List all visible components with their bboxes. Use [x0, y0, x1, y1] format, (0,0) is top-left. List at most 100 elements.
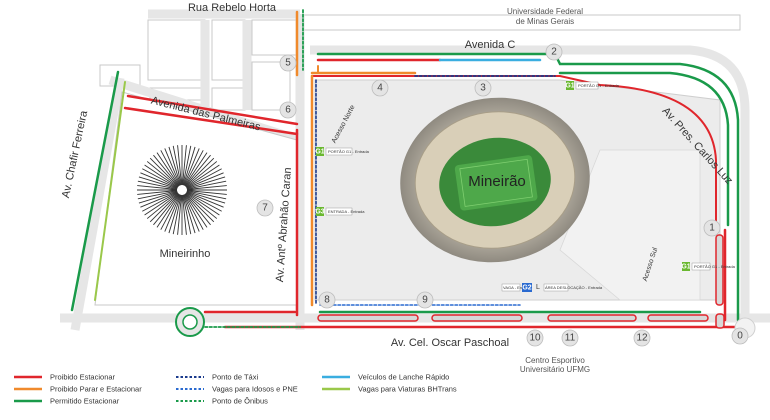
mineirinho-ray: [186, 176, 226, 189]
label-av-cel-oscar-paschoal: Av. Cel. Oscar Paschoal: [391, 337, 509, 349]
mineirinho-ray: [137, 190, 178, 200]
mineirinho-ray: [172, 194, 182, 235]
traffic-islands: [317, 234, 725, 329]
gate-markers: G1 PORTÃO G1 - Entrada G1 PORTÃO G1 - En…: [315, 81, 736, 292]
mineirinho-ray: [183, 194, 200, 232]
mineirinho-ray: [172, 145, 182, 186]
mineirinho-ray: [184, 154, 211, 187]
mineirinho-ray: [137, 180, 178, 190]
mineirinho-ray: [149, 157, 179, 187]
mineirinho-ray: [186, 185, 227, 190]
zone-number-marker: [416, 291, 434, 309]
mineirinho-ray: [186, 180, 227, 190]
mineirinho-ray: [146, 192, 179, 219]
zone-number-marker: [256, 199, 274, 217]
mineirinho-ray: [186, 190, 227, 195]
zone-number-marker: [545, 43, 563, 61]
mineirinho-ray: [146, 161, 179, 188]
legend-label: Vagas para Idosos e PNE: [212, 385, 298, 394]
svg-text:G1: G1: [315, 149, 324, 156]
zone-number-text: 6: [285, 105, 291, 116]
mineirinho-ray: [177, 194, 182, 235]
svg-text:G1: G1: [681, 264, 690, 271]
gate-note: VAGA - Entrada: [503, 285, 532, 290]
mineirinho-ray: [184, 193, 211, 226]
mineirinho-ray: [144, 192, 179, 216]
gate-g1-west: [316, 147, 324, 156]
mineirinho-ray: [153, 154, 180, 187]
mineirinho-ray: [160, 194, 181, 230]
acesso-sul-area: [559, 149, 701, 301]
zone-number-marker: [633, 329, 651, 347]
mineirinho-ray: [182, 145, 192, 186]
mineirinho-ray: [164, 194, 181, 232]
zone-number-marker: [371, 79, 389, 97]
label-ufmg-line2: de Minas Gerais: [516, 17, 574, 26]
legend-label: Vagas para Viaturas BHTrans: [358, 385, 457, 394]
mineirinho-ray: [185, 192, 220, 216]
zone-number-marker: [526, 329, 544, 347]
gate-note: PORTÃO G1 - Entrada: [328, 149, 370, 154]
mineirinho-ray: [177, 145, 182, 186]
mineirinho-ray: [186, 168, 222, 189]
label-avenida-c: Avenida C: [465, 39, 516, 51]
mineirinho-ray: [183, 194, 196, 234]
gate-g1-north: [566, 81, 574, 90]
mineirinho-ray: [153, 193, 180, 226]
svg-text:G2: G2: [522, 285, 531, 292]
label-av-chafir-ferreira: Av. Chafir Ferreira: [60, 109, 90, 199]
mineirinho-ray: [186, 190, 227, 200]
zone-number-text: 5: [285, 58, 291, 69]
zone-number-marker: [318, 291, 336, 309]
legend-label: Proibido Parar e Estacionar: [50, 385, 142, 394]
mineirinho-ray: [183, 146, 196, 186]
zone-number-text: 0: [737, 331, 743, 342]
zone-number-marker: [279, 54, 297, 72]
mineirinho-ray: [183, 150, 204, 186]
legend-label: Ponto de Táxi: [212, 373, 258, 382]
mineirinho-ray: [182, 194, 187, 235]
mineirinho-ray: [168, 194, 181, 234]
mineirinho-arena-icon: [137, 145, 227, 235]
gate-l-label: L: [536, 284, 540, 291]
zone-number-text: 9: [422, 295, 428, 306]
label-ufmg-line1: Universidade Federal: [507, 7, 583, 16]
zone-number-marker: [474, 79, 492, 97]
zone-number-text: 7: [262, 203, 268, 214]
svg-text:G3: G3: [315, 209, 324, 216]
mineirinho-ray: [138, 191, 178, 204]
gate-note: ENTRADA - Entrada: [328, 209, 365, 214]
mineirinho-ray: [137, 190, 178, 195]
mineirinho-ray: [185, 161, 218, 188]
mineirinho-ray: [142, 168, 178, 189]
gate-note: PORTÃO G1 - Entrada: [694, 264, 736, 269]
zone-number-text: 11: [565, 333, 576, 344]
zone-number-marker: [279, 101, 297, 119]
legend-label: Proibido Estacionar: [50, 373, 116, 382]
mineirinho-ray: [140, 191, 178, 208]
label-mineirinho: Mineirinho: [160, 248, 211, 260]
mineirinho-ray: [186, 191, 226, 204]
gate-note: PORTÃO G1 - Entrada: [578, 83, 620, 88]
gate-g2: [522, 283, 532, 292]
curb-markings: [70, 9, 740, 329]
label-centro-esportivo-line1: Centro Esportivo: [525, 356, 585, 365]
place-labels: Universidade Federal de Minas Gerais Min…: [160, 7, 590, 374]
mineirinho-ray: [183, 194, 204, 230]
legend-label: Veículos de Lanche Rápido: [358, 373, 449, 382]
legend-label: Ponto de Ônibus: [212, 397, 268, 406]
mineirinho-ray: [182, 194, 192, 235]
mineirinho-ray: [156, 152, 180, 187]
mineirinho-ray: [160, 150, 181, 186]
zone-number-marker: [731, 327, 749, 345]
zone-number-text: 8: [324, 295, 330, 306]
mineirinho-ray: [182, 145, 187, 186]
mineirinho-block: [94, 91, 298, 306]
zone-number-marker: [703, 219, 721, 237]
mineirinho-ray: [164, 148, 181, 186]
mineirinho-ray: [185, 157, 215, 187]
gate-g1-east: [682, 262, 690, 271]
